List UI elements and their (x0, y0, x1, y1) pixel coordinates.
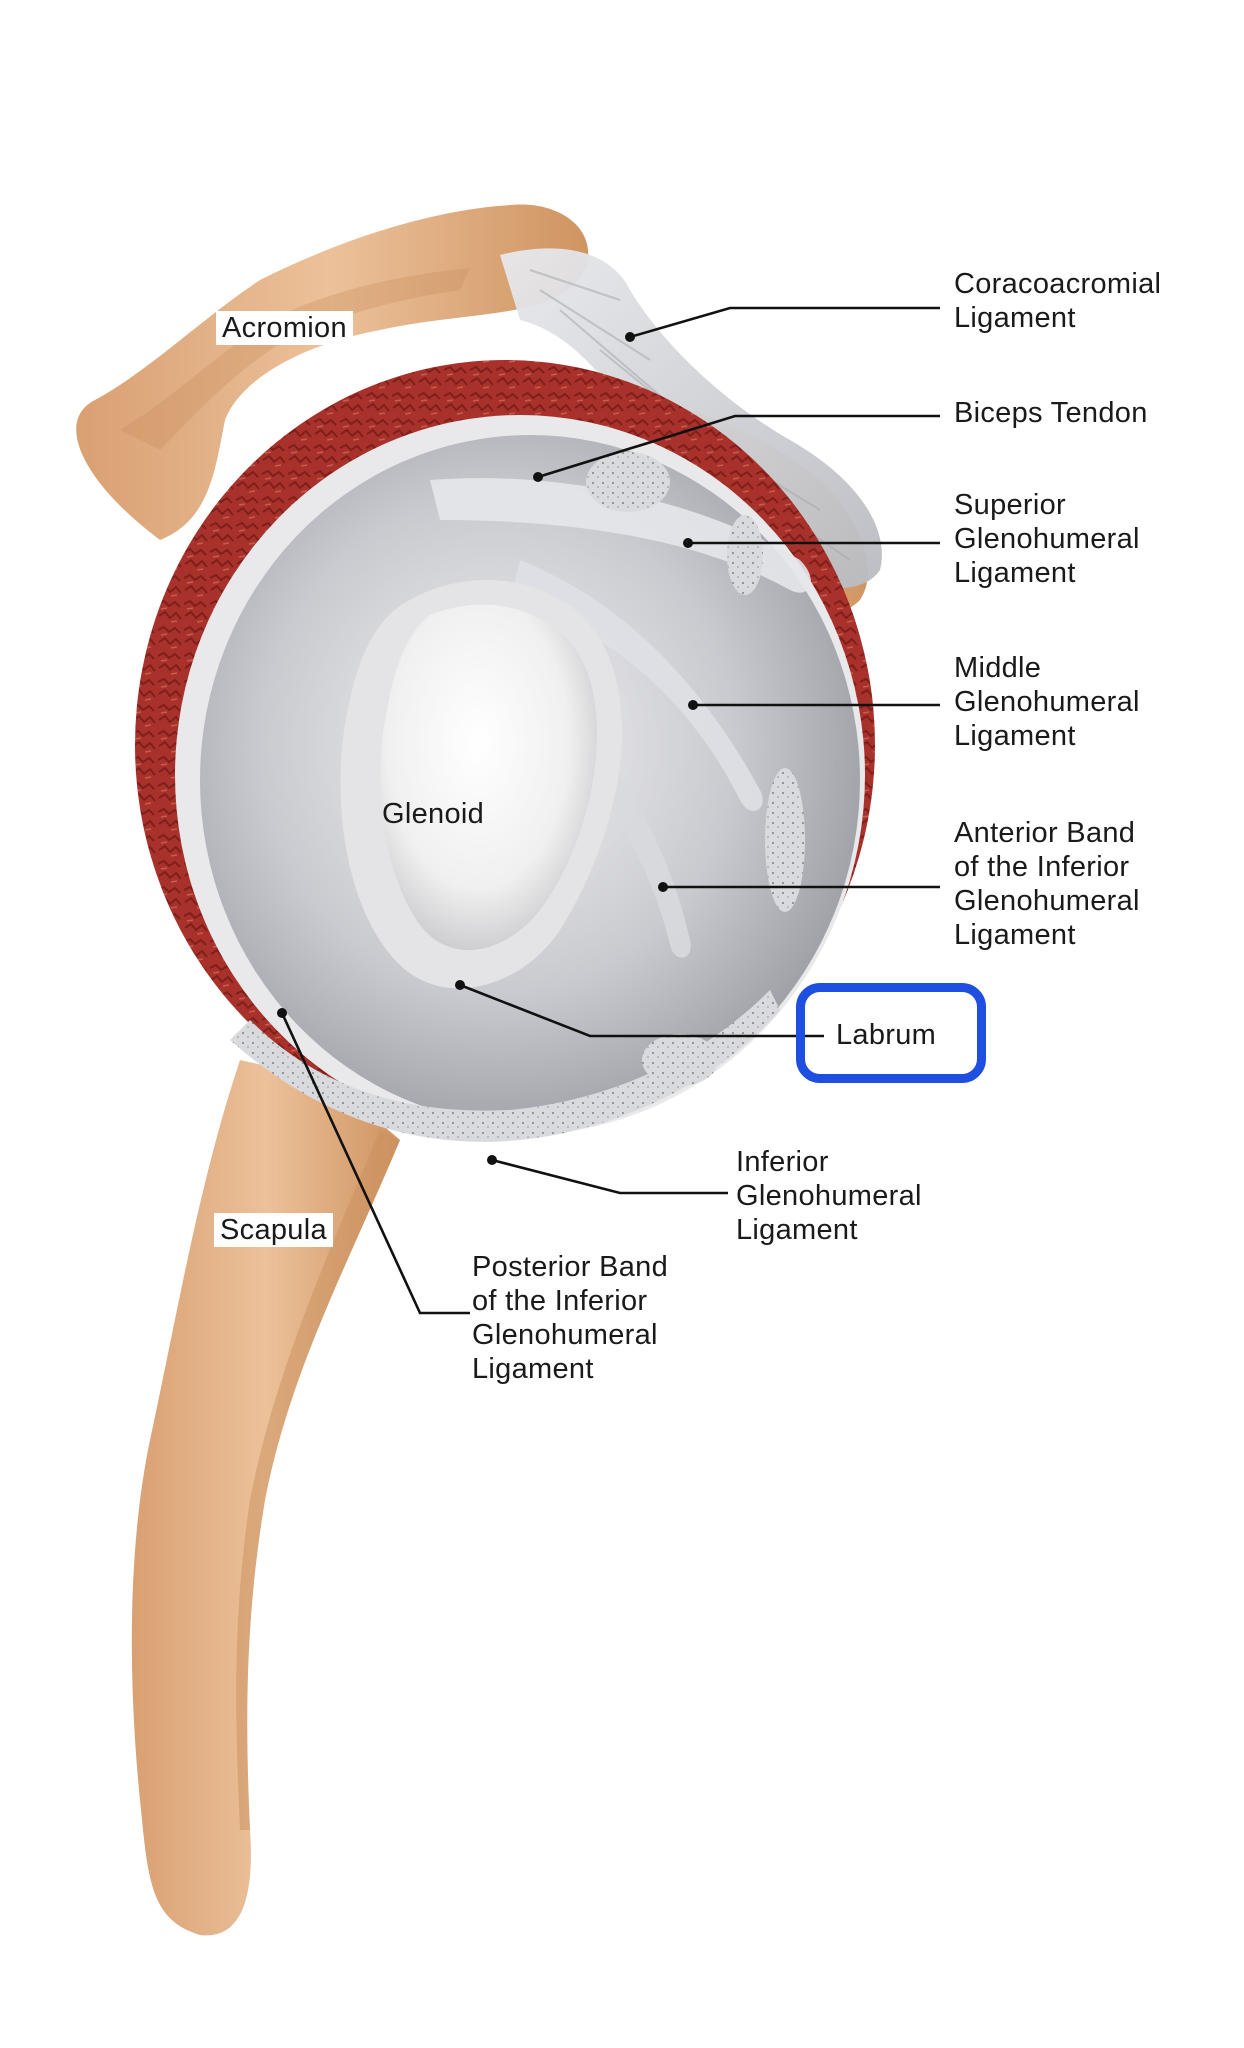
label-posterior-band-inferior-glenohumeral-ligament: Posterior Band of the Inferior Glenohume… (472, 1251, 669, 1385)
label-coracoacromial-ligament: Coracoacromial Ligament (954, 268, 1162, 334)
label-superior-glenohumeral-ligament: Superior Glenohumeral Ligament (954, 489, 1140, 589)
label-labrum: Labrum (836, 1019, 937, 1051)
label-biceps-tendon: Biceps Tendon (954, 397, 1148, 429)
label-inferior-glenohumeral-ligament: Inferior Glenohumeral Ligament (736, 1146, 922, 1246)
label-glenoid: Glenoid (382, 798, 485, 830)
acromion-bone (76, 204, 589, 540)
labrum-highlight-box (796, 983, 986, 1083)
label-middle-glenohumeral-ligament: Middle Glenohumeral Ligament (954, 652, 1140, 752)
label-anterior-band-inferior-glenohumeral-ligament: Anterior Band of the Inferior Glenohumer… (954, 817, 1140, 951)
leader-dots (277, 332, 698, 1165)
leader-lines (280, 306, 940, 1315)
label-acromion: Acromion (216, 311, 353, 345)
label-scapula: Scapula (214, 1213, 333, 1247)
